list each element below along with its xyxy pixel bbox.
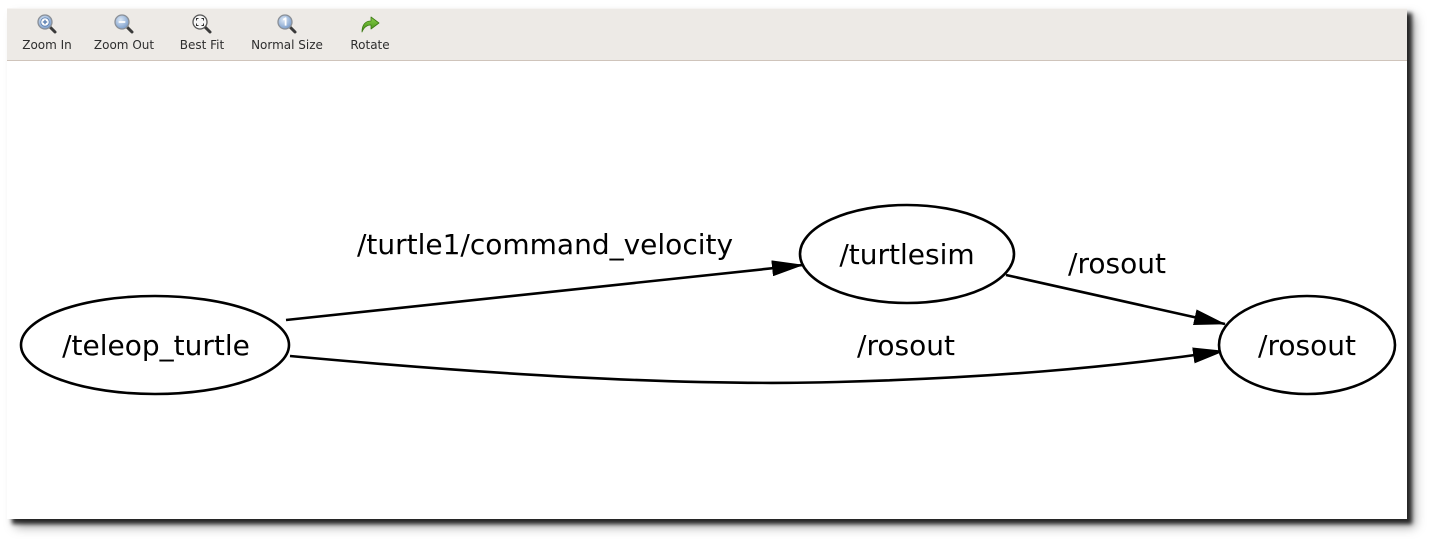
normal-size-icon [277, 14, 297, 34]
node-teleop-turtle[interactable]: /teleop_turtle [19, 294, 291, 396]
edge-label: /rosout [1068, 247, 1166, 280]
edge-line [285, 260, 804, 322]
graph-canvas[interactable]: /turtle1/command_velocity /rosout /rosou… [7, 61, 1407, 519]
edge-teleop-to-turtlesim[interactable]: /turtle1/command_velocity [285, 228, 804, 322]
edge-line [1005, 273, 1226, 326]
edge-label: /rosout [857, 329, 955, 362]
zoom-in-icon [37, 14, 57, 34]
node-rosout[interactable]: /rosout [1217, 294, 1397, 396]
zoom-out-icon [114, 14, 134, 34]
zoom-in-label: Zoom In [22, 38, 72, 52]
node-turtlesim[interactable]: /turtlesim [798, 203, 1016, 305]
zoom-in-button[interactable]: Zoom In [20, 13, 74, 57]
edge-label: /turtle1/command_velocity [357, 228, 733, 261]
best-fit-icon [192, 14, 212, 34]
edge-line [289, 347, 1225, 385]
rotate-button[interactable]: Rotate [345, 13, 395, 57]
rotate-label: Rotate [350, 38, 390, 52]
normal-size-button[interactable]: Normal Size [245, 13, 329, 57]
rotate-icon [361, 16, 380, 33]
normal-size-label: Normal Size [251, 38, 323, 52]
zoom-out-label: Zoom Out [93, 38, 155, 52]
node-ellipse [798, 203, 1016, 305]
graph-viewer-window: Zoom In Zoom Out Best Fit [7, 8, 1407, 519]
zoom-out-button[interactable]: Zoom Out [91, 13, 157, 57]
toolbar: Zoom In Zoom Out Best Fit [7, 8, 1407, 61]
best-fit-label: Best Fit [179, 38, 225, 52]
edge-turtlesim-to-rosout[interactable]: /rosout [1005, 247, 1226, 326]
node-label: /teleop_turtle [62, 329, 250, 362]
node-ellipse [1217, 294, 1397, 396]
node-label: /rosout [1258, 329, 1356, 362]
edge-teleop-to-rosout[interactable]: /rosout [289, 329, 1225, 385]
graph-svg: /turtle1/command_velocity /rosout /rosou… [19, 203, 1397, 396]
best-fit-button[interactable]: Best Fit [175, 13, 229, 57]
node-label: /turtlesim [839, 238, 974, 271]
node-ellipse [19, 294, 291, 396]
